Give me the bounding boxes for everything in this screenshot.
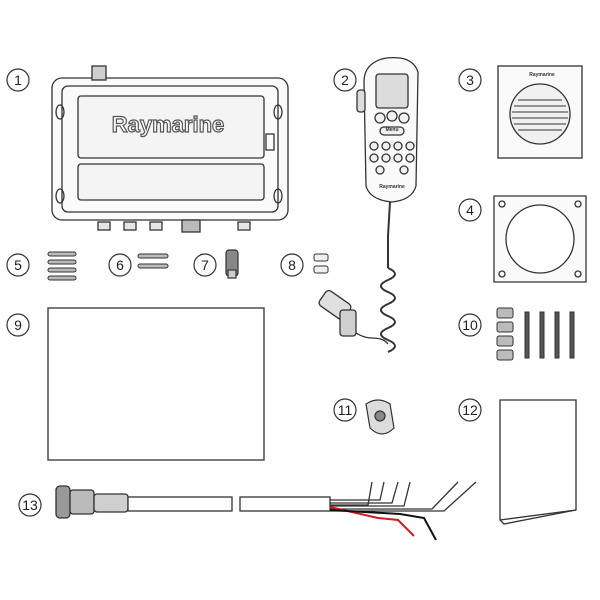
callout-1-circle bbox=[6, 68, 30, 92]
callout-10-circle bbox=[458, 313, 482, 337]
callout-12-circle bbox=[458, 398, 482, 422]
callout-3-circle bbox=[458, 68, 482, 92]
pads bbox=[313, 253, 329, 274]
nuts-and-studs bbox=[496, 307, 575, 361]
screws-set-6 bbox=[137, 253, 169, 269]
callout-13-circle bbox=[18, 493, 42, 517]
handset-menu-label: Menu bbox=[385, 127, 398, 133]
callout-6-circle bbox=[108, 253, 132, 277]
power-cable bbox=[55, 481, 477, 541]
connector-cap bbox=[225, 249, 239, 279]
callout-2-circle bbox=[333, 68, 357, 92]
callout-12: 12 bbox=[462, 402, 478, 418]
callout-5: 5 bbox=[14, 257, 22, 273]
callouts bbox=[6, 68, 482, 517]
callout-labels: 1 2 3 4 5 6 7 8 9 10 11 12 13 bbox=[14, 72, 478, 513]
callout-1: 1 bbox=[14, 72, 22, 88]
mounting-template bbox=[47, 307, 265, 461]
callout-11-circle bbox=[333, 398, 357, 422]
screws-set-5 bbox=[47, 251, 77, 281]
callout-10: 10 bbox=[462, 317, 478, 333]
callout-6: 6 bbox=[116, 257, 124, 273]
callout-9-circle bbox=[6, 313, 30, 337]
speaker bbox=[497, 65, 583, 159]
callout-7: 7 bbox=[201, 257, 209, 273]
callout-3: 3 bbox=[466, 72, 474, 88]
mounting-gasket bbox=[493, 195, 587, 283]
handset bbox=[318, 56, 419, 353]
microphone-clip bbox=[365, 399, 395, 435]
handset-logo: Raymarine bbox=[379, 184, 405, 190]
callout-4-circle bbox=[458, 198, 482, 222]
callout-13: 13 bbox=[22, 497, 38, 513]
callout-7-circle bbox=[193, 253, 217, 277]
brand-logo-main: Raymarine bbox=[112, 112, 225, 137]
callout-5-circle bbox=[6, 253, 30, 277]
speaker-logo: Raymarine bbox=[529, 72, 555, 78]
callout-4: 4 bbox=[466, 202, 474, 218]
callout-2: 2 bbox=[341, 72, 349, 88]
callout-8: 8 bbox=[288, 257, 296, 273]
base-unit bbox=[51, 65, 289, 233]
user-manual bbox=[499, 399, 577, 525]
callout-9: 9 bbox=[14, 317, 22, 333]
callout-11: 11 bbox=[338, 402, 353, 418]
callout-8-circle bbox=[280, 253, 304, 277]
